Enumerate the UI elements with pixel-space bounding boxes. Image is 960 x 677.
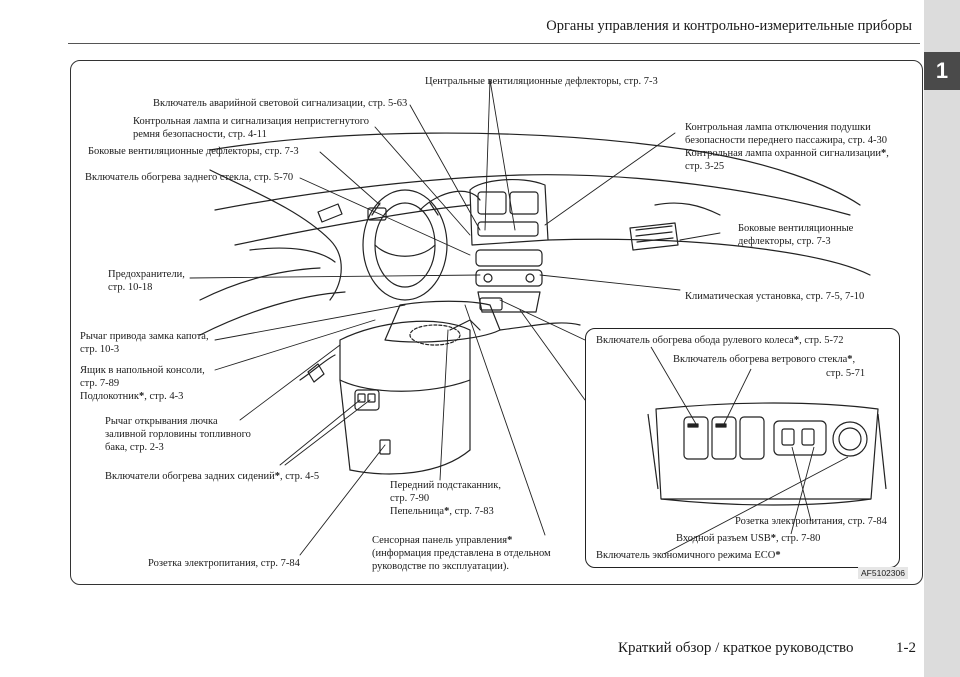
label-steering-wheel-heater-text: Включатель обогрева обода рулевого колес… (596, 335, 794, 346)
label-hazard-switch: Включатель аварийной световой сигнализац… (153, 98, 408, 109)
label-hood-release-2: стр. 10-3 (80, 344, 120, 355)
option-star: * (793, 335, 800, 346)
label-rear-seat-heaters-page: , стр. 4-5 (280, 471, 320, 482)
label-touchpad-1: Сенсорная панель управления* (372, 534, 512, 547)
label-rear-defogger: Включатель обогрева заднего стекла, стр.… (85, 172, 294, 183)
label-cupholder-2: стр. 7-90 (390, 493, 430, 504)
label-seatbelt-warning-2: ремня безопасности, стр. 4-11 (133, 129, 267, 140)
label-ashtray: Пепельница*, стр. 7-83 (390, 505, 494, 518)
label-ashtray-page: , стр. 7-83 (449, 506, 494, 517)
label-hood-release-1: Рычаг привода замка капота, (80, 331, 209, 342)
label-side-vents-right-1: Боковые вентиляционные (738, 223, 854, 234)
label-fuses-1: Предохранители, (108, 269, 185, 280)
label-security-alarm: Контрольная лампа охранной сигнализации*… (685, 148, 889, 159)
label-fuses-2: стр. 10-18 (108, 282, 153, 293)
option-star: * (507, 535, 513, 546)
label-side-vents-left: Боковые вентиляционные дефлекторы, стр. … (88, 146, 299, 157)
label-armrest-page: , стр. 4-3 (144, 391, 184, 402)
label-armrest-text: Подлокотник (80, 391, 139, 402)
label-touchpad-text: Сенсорная панель управления (372, 535, 508, 546)
label-windshield-heater-page: стр. 5-71 (826, 368, 866, 379)
label-side-vents-right-2: дефлекторы, стр. 7-3 (738, 236, 831, 247)
label-center-vents: Центральные вентиляционные дефлекторы, с… (425, 76, 658, 87)
label-windshield-heater-text: Включатель обогрева ветрового стекла (673, 354, 848, 365)
label-cupholder-1: Передний подстаканник, (390, 480, 501, 491)
label-seatbelt-warning-1: Контрольная лампа и сигнализация неприст… (133, 116, 370, 127)
label-eco-mode-switch-text: Включатель экономичного режима ECO (596, 550, 776, 561)
label-touchpad-3: руководстве по эксплуатации). (372, 561, 510, 572)
switch-panel-inset (585, 328, 900, 568)
option-star: * (881, 148, 887, 159)
page-footer: Краткий обзор / краткое руководство (618, 640, 854, 656)
label-fuel-door-lever-2: заливной горловины топливного (105, 429, 251, 440)
label-power-outlet-front: Розетка электропитания, стр. 7-84 (735, 516, 887, 527)
page-header: Органы управления и контрольно-измерител… (546, 18, 912, 34)
label-airbag-off-1: Контрольная лампа отключения подушки (685, 122, 871, 133)
label-windshield-heater: Включатель обогрева ветрового стекла*, (673, 354, 856, 365)
label-touchpad-2: (информация представлена в отдельном (372, 548, 551, 559)
page-number: 1-2 (896, 640, 916, 656)
option-star: * (847, 354, 853, 365)
label-fuel-door-lever-1: Рычаг открывания лючка (105, 416, 218, 427)
chapter-tab: 1 (924, 52, 960, 90)
label-steering-wheel-heater-page: , стр. 5-72 (799, 335, 844, 346)
label-power-outlet-rear: Розетка электропитания, стр. 7-84 (148, 558, 300, 569)
label-security-alarm-text: Контрольная лампа охранной сигнализации (685, 148, 882, 159)
label-eco-mode-switch: Включатель экономичного режима ECO* (596, 549, 781, 562)
option-star: * (138, 391, 145, 402)
label-fuel-door-lever-3: бака, стр. 2-3 (105, 442, 164, 453)
label-airbag-off-2: безопасности переднего пассажира, стр. 4… (685, 135, 888, 146)
option-star: * (274, 471, 281, 482)
option-star: * (444, 506, 450, 517)
label-climate-control: Климатическая установка, стр. 7-5, 7-10 (685, 291, 865, 302)
label-floor-console-box-2: стр. 7-89 (80, 378, 120, 389)
label-security-alarm-page: стр. 3-25 (685, 161, 725, 172)
option-star: * (770, 533, 777, 544)
switch-panel-illustration (647, 346, 887, 555)
side-strip (924, 0, 960, 677)
label-armrest: Подлокотник*, стр. 4-3 (80, 390, 183, 403)
label-usb-port-text: Входной разъем USB (676, 533, 771, 544)
figure-id: AF5102306 (858, 567, 908, 579)
header-rule (68, 43, 920, 44)
label-usb-port: Входной разъем USB*, стр. 7-80 (676, 532, 820, 545)
label-steering-wheel-heater: Включатель обогрева обода рулевого колес… (596, 334, 843, 347)
label-floor-console-box-1: Ящик в напольной консоли, (80, 365, 205, 376)
option-star: * (775, 550, 781, 561)
figure-frame (70, 60, 923, 585)
label-rear-seat-heaters: Включатели обогрева задних сидений*, стр… (105, 470, 319, 483)
label-ashtray-text: Пепельница (390, 506, 445, 517)
label-usb-port-page: , стр. 7-80 (776, 533, 821, 544)
label-rear-seat-heaters-text: Включатели обогрева задних сидений (105, 471, 275, 482)
